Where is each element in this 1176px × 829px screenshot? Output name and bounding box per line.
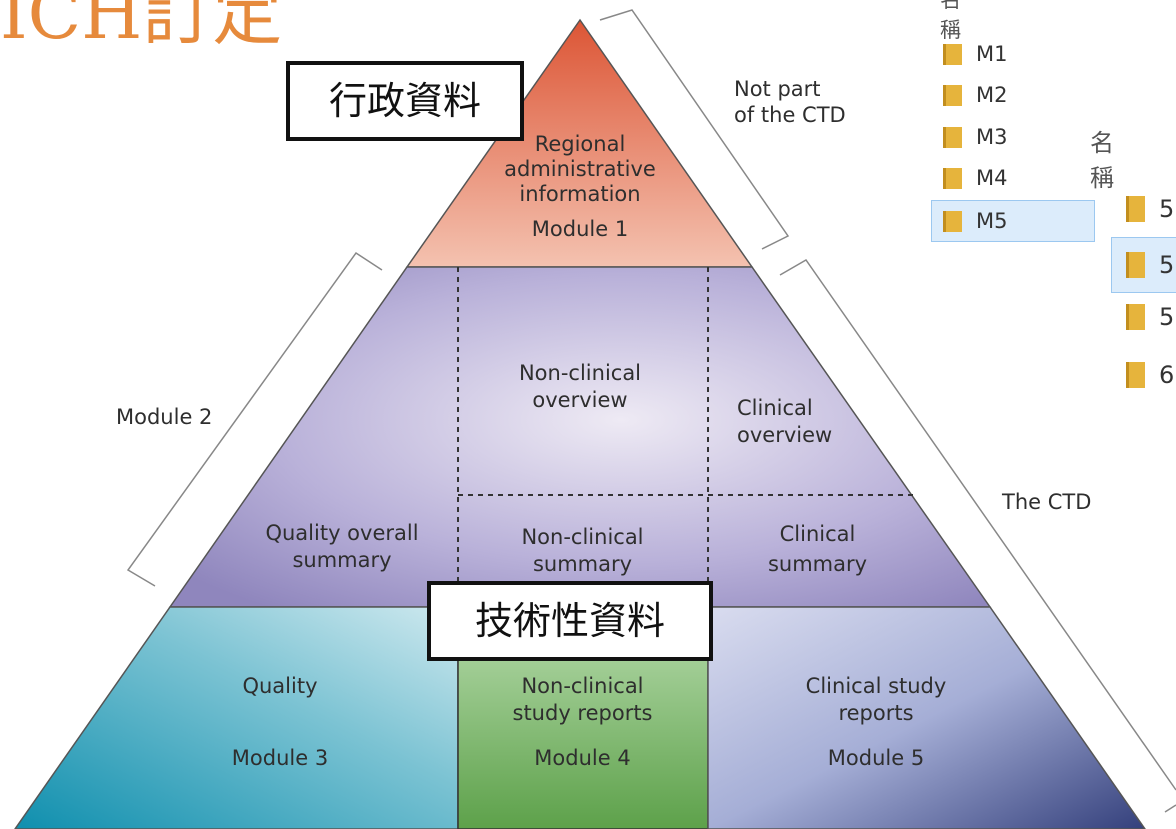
folder-icon: [1126, 252, 1145, 278]
module3-region: [14, 606, 459, 829]
module3-text: Quality Module 3: [200, 673, 360, 772]
folder-item-m2[interactable]: M2: [932, 76, 1094, 114]
clinical-overview: Clinical overview: [737, 395, 832, 449]
bracket-the-ctd-end: [1164, 804, 1176, 813]
folder-item-label: M3: [976, 125, 1008, 149]
not-part-line2: of the CTD: [734, 103, 846, 127]
nonclinical-overview: Non-clinical overview: [480, 360, 680, 414]
module1-line1: Regional: [534, 132, 626, 156]
folder-list-2-header: 名稱: [1090, 129, 1114, 192]
bracket-not-part: [599, 9, 790, 250]
folder2-item-label: 5: [1159, 303, 1175, 331]
module3-quality-label: Quality: [242, 674, 318, 698]
nonclinical-summary: Non-clinical summary: [480, 524, 685, 578]
quality-summary-line2: summary: [292, 548, 392, 572]
folder-icon: [943, 126, 962, 148]
admin-info-label: 行政資料: [286, 61, 524, 141]
module5-label: Module 5: [827, 746, 925, 770]
folder-icon: [1126, 362, 1145, 388]
folder-item-label: M1: [976, 42, 1008, 66]
the-ctd-label: The CTD: [1002, 490, 1092, 514]
folder-item-label: M2: [976, 83, 1008, 107]
nonclinical-summary-line2: summary: [532, 552, 633, 576]
folder-icon: [943, 210, 962, 232]
module4-line2: study reports: [512, 701, 653, 725]
nonclinical-summary-line1: Non-clinical: [521, 525, 644, 549]
folder2-item-3[interactable]: 5: [1112, 298, 1176, 336]
folder-item-m1[interactable]: M1: [932, 35, 1094, 73]
module1-text: Regional administrative information Modu…: [480, 131, 680, 243]
clinical-summary-line1: Clinical: [779, 522, 856, 546]
module5-region: [707, 606, 1146, 829]
folder-item-m3[interactable]: M3: [932, 118, 1094, 156]
clinical-summary: Clinical summary: [730, 521, 905, 578]
folder-icon: [1126, 196, 1145, 222]
folder-item-label: M4: [976, 166, 1008, 190]
folder-item-m5-selected[interactable]: M5: [931, 200, 1095, 242]
folder-item-m4[interactable]: M4: [932, 159, 1094, 197]
quality-overall-summary: Quality overall summary: [252, 520, 432, 574]
folder2-item-1[interactable]: 5: [1112, 190, 1176, 228]
folder-list-1-header: 名稱: [940, 0, 961, 42]
not-part-line1: Not part: [734, 77, 821, 101]
folder-item-label: M5: [976, 209, 1008, 233]
technical-info-label: 技術性資料: [427, 581, 713, 661]
folder2-item-label: 5: [1159, 195, 1175, 223]
module5-line1: Clinical study: [805, 674, 947, 698]
folder2-item-2-selected[interactable]: 5: [1111, 237, 1176, 293]
folder-icon: [1126, 304, 1145, 330]
clinical-overview-line1: Clinical: [737, 396, 813, 420]
module5-line2: reports: [838, 701, 914, 725]
folder-icon: [943, 84, 962, 106]
module4-text: Non-clinical study reports Module 4: [480, 673, 685, 772]
quality-summary-line1: Quality overall: [265, 521, 419, 545]
folder-icon: [943, 43, 962, 65]
module5-text: Clinical study reports Module 5: [776, 673, 976, 772]
module1-line3: information: [519, 182, 641, 206]
folder2-item-label: 6: [1159, 361, 1175, 389]
folder2-item-label: 5: [1159, 251, 1175, 279]
nonclinical-overview-line2: overview: [532, 388, 628, 412]
clinical-summary-line2: summary: [767, 552, 868, 576]
clinical-overview-line2: overview: [737, 423, 833, 447]
folder2-item-4[interactable]: 6: [1112, 356, 1176, 394]
module4-label: Module 4: [534, 746, 631, 770]
not-part-label: Not part of the CTD: [734, 76, 846, 128]
page-title: ICH訂定: [0, 0, 283, 55]
module1-line2: administrative: [504, 157, 656, 181]
module3-label: Module 3: [231, 746, 329, 770]
module2-side-label: Module 2: [116, 405, 213, 429]
module4-line1: Non-clinical: [521, 674, 644, 698]
module1-label: Module 1: [531, 217, 629, 241]
folder-icon: [943, 167, 962, 189]
bracket-module2: [126, 251, 383, 587]
nonclinical-overview-line1: Non-clinical: [518, 361, 642, 385]
bracket-the-ctd: [779, 259, 1176, 791]
